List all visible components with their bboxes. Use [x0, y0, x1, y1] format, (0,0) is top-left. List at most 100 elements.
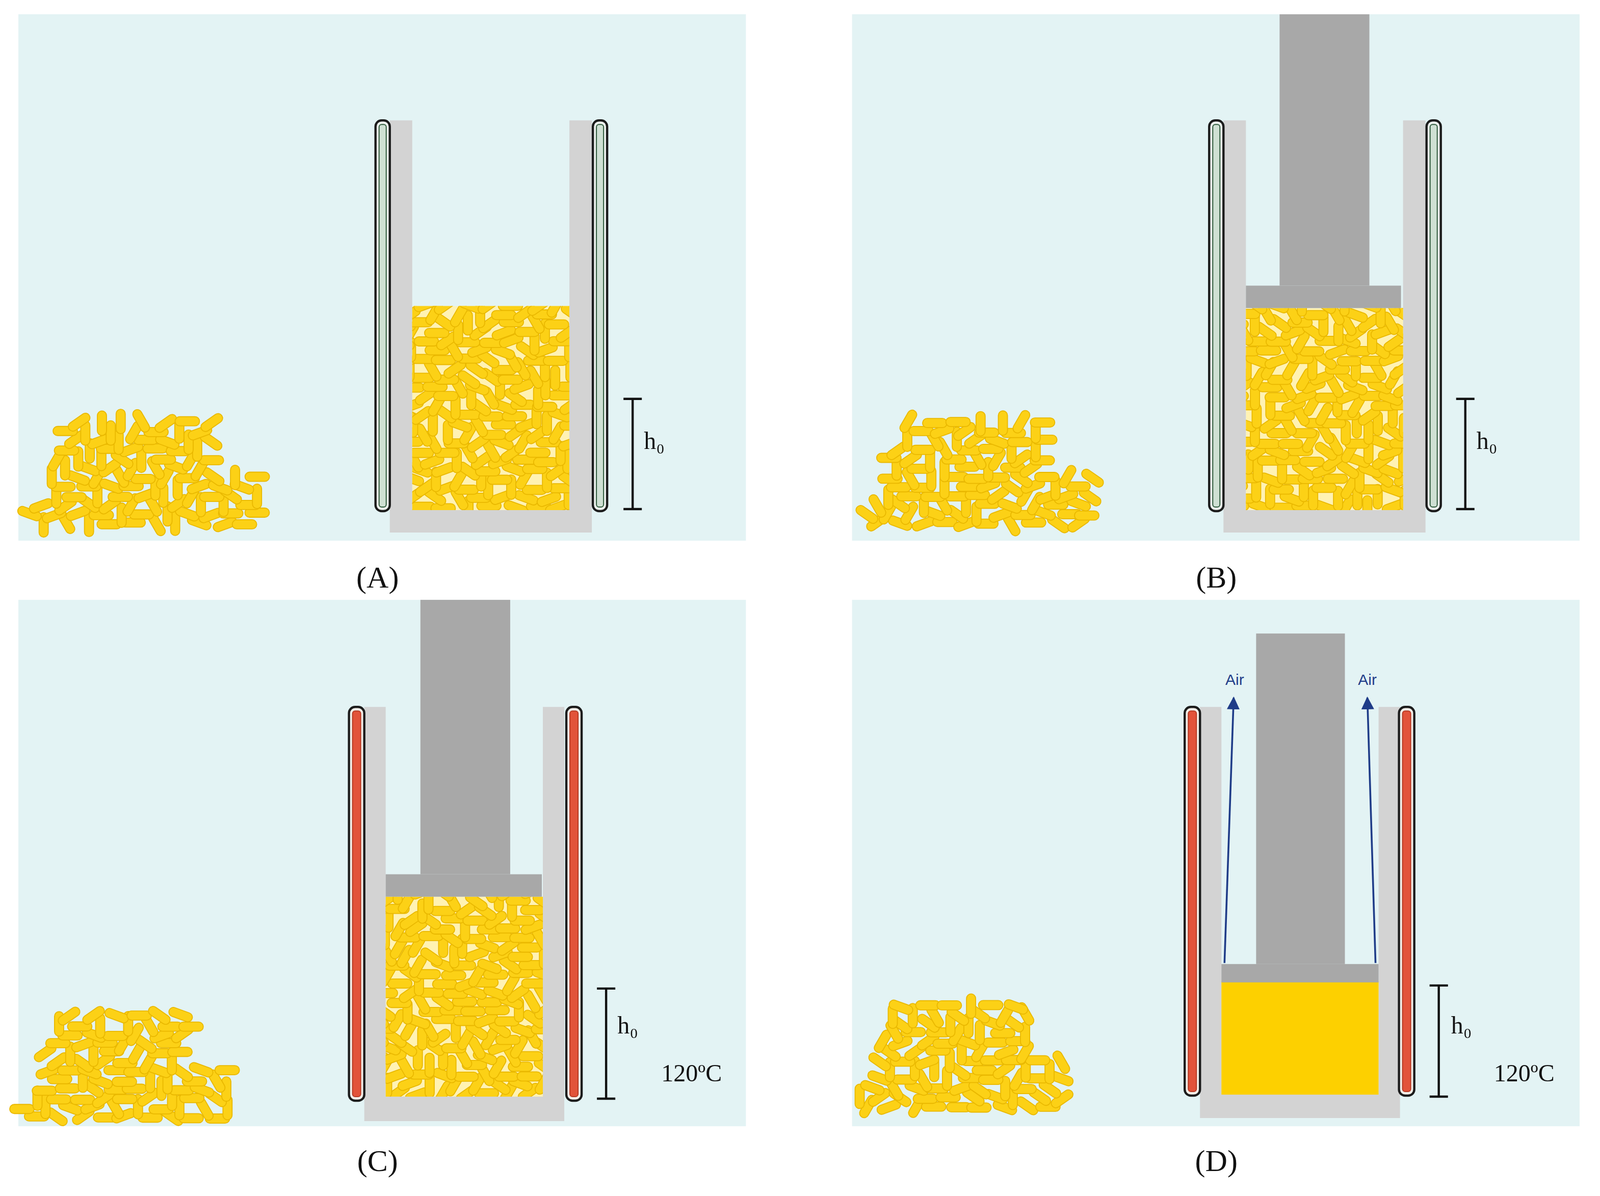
pellet: [518, 1052, 543, 1062]
pellet: [548, 390, 570, 401]
pellet: [1299, 457, 1325, 467]
height-bracket: [623, 399, 642, 510]
pellet: [1356, 308, 1383, 314]
heater-band: [1399, 706, 1415, 1096]
pellet: [408, 897, 435, 901]
pellet: [491, 310, 516, 320]
pellet: [531, 897, 543, 914]
pellet: [385, 897, 389, 902]
pellet-pile: [9, 1004, 240, 1128]
heater-band: [1209, 120, 1224, 512]
pellet: [116, 409, 126, 434]
temperature-label: 120ºC: [661, 1061, 722, 1086]
pellet: [886, 482, 911, 492]
temperature-label: 120ºC: [1493, 1061, 1555, 1086]
pellet: [28, 497, 55, 515]
pellet: [545, 306, 566, 320]
pellet: [130, 474, 156, 484]
height-bracket: [596, 988, 616, 1099]
pellet: [476, 306, 502, 317]
pellet: [387, 979, 412, 989]
pellet-pile: [854, 408, 1106, 538]
pellet: [1034, 472, 1060, 482]
pellet: [56, 1005, 83, 1028]
pellet: [976, 411, 986, 437]
pellet: [1025, 1056, 1051, 1066]
pellet: [550, 365, 560, 391]
panel-background: [852, 14, 1580, 541]
pellet: [432, 306, 459, 317]
pellet: [146, 1004, 173, 1027]
pellet: [199, 411, 225, 434]
pellet: [1381, 308, 1403, 318]
pellet: [1080, 467, 1106, 489]
pellet: [152, 412, 179, 435]
pellet: [97, 410, 107, 436]
pellet-bed: [385, 897, 543, 1097]
pellet: [1297, 308, 1307, 317]
pellet: [232, 519, 257, 530]
pellet: [1051, 1049, 1072, 1076]
pellet: [215, 1065, 240, 1075]
pellet: [1333, 321, 1344, 347]
pellet: [167, 1006, 194, 1024]
pellet: [463, 897, 490, 913]
pellet: [1011, 408, 1032, 435]
pellet: [1303, 310, 1329, 320]
pellet: [520, 905, 543, 915]
pellet: [430, 897, 456, 904]
pellet: [521, 979, 543, 989]
panel-label: (B): [1195, 562, 1237, 593]
air-label: Air: [1225, 671, 1245, 688]
pellet: [497, 306, 523, 311]
pellet: [106, 421, 116, 446]
pellet: [910, 445, 936, 455]
pellet: [108, 492, 133, 502]
heater-band: [375, 120, 390, 512]
pellet: [559, 421, 570, 431]
pellet: [1336, 356, 1362, 366]
air-label: Air: [1357, 671, 1377, 688]
panel-background: [852, 599, 1580, 1127]
pellet: [509, 933, 535, 943]
pellet: [462, 916, 488, 926]
pellet: [174, 416, 200, 427]
pellet: [447, 1055, 457, 1081]
height-bracket: [1456, 399, 1475, 510]
pellet: [946, 417, 971, 427]
panel-label: (D): [1195, 1145, 1238, 1177]
dimension-label: h₀: [1476, 428, 1498, 454]
pellet: [516, 1071, 542, 1082]
pellet: [448, 306, 469, 329]
pellet: [167, 1047, 193, 1057]
pellet: [497, 375, 523, 385]
dimension-label: h₀: [1451, 1013, 1473, 1038]
panel-label: (C): [357, 1145, 399, 1177]
pellet: [936, 1001, 962, 1011]
pellet: [998, 410, 1008, 436]
pellet: [508, 952, 533, 962]
panel-background: [18, 599, 746, 1127]
pellet: [519, 897, 543, 901]
pellet: [55, 1084, 80, 1094]
pellet: [898, 408, 919, 435]
pellet: [1278, 439, 1303, 449]
pellet: [1245, 308, 1269, 317]
pellet: [1312, 308, 1338, 316]
pellet-bed: [412, 306, 570, 511]
pellet: [392, 897, 403, 905]
pellet: [1312, 483, 1337, 493]
pellet: [425, 1053, 435, 1079]
heater-band: [592, 120, 608, 512]
pellet: [495, 897, 521, 903]
pellet: [1030, 417, 1055, 428]
pellet: [199, 455, 224, 465]
pellet: [1245, 391, 1249, 401]
pellet: [913, 1054, 940, 1071]
pellet: [544, 320, 569, 330]
pellet-pile: [855, 993, 1075, 1120]
pellet: [559, 306, 570, 325]
pellet: [1245, 320, 1249, 330]
piston: [1245, 14, 1401, 309]
